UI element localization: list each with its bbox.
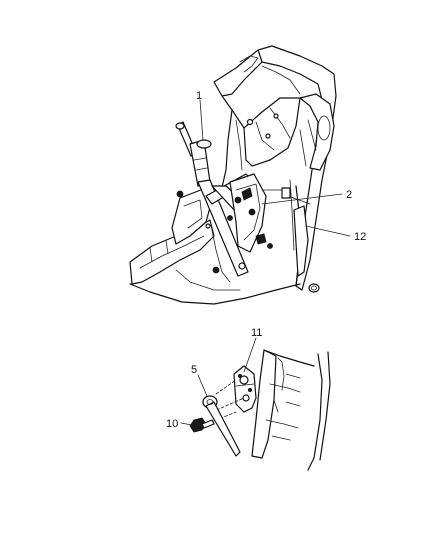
mounting-bracket bbox=[233, 365, 257, 413]
fastener-3 bbox=[238, 262, 246, 270]
panel-top-flange bbox=[213, 49, 263, 97]
callout-10: 10 bbox=[166, 418, 193, 430]
callout-11-label: 11 bbox=[251, 327, 262, 339]
callout-12: 12 bbox=[305, 225, 366, 243]
callout-1-label: 1 bbox=[196, 90, 202, 102]
callout-5-label: 5 bbox=[191, 364, 197, 376]
fastener-2 bbox=[212, 266, 220, 274]
bolt bbox=[189, 417, 215, 433]
jamb-panel bbox=[251, 349, 277, 459]
callout-12-label: 12 bbox=[354, 231, 366, 243]
wheelhouse-inner bbox=[299, 93, 335, 171]
support-rod bbox=[175, 121, 249, 277]
callout-2-label: 2 bbox=[346, 189, 352, 201]
callout-5: 5 bbox=[191, 364, 208, 397]
callout-2: 2 bbox=[261, 189, 352, 205]
rubber-plug bbox=[308, 283, 320, 293]
lower-detail bbox=[189, 349, 331, 471]
upper-assembly bbox=[129, 45, 337, 305]
fastener-1 bbox=[176, 190, 184, 198]
rod-detail bbox=[202, 395, 241, 457]
callout-1: 1 bbox=[196, 90, 204, 141]
callout-10-label: 10 bbox=[166, 418, 178, 430]
jamb-strip bbox=[293, 205, 309, 277]
latch-mechanism bbox=[227, 173, 291, 253]
sill-panel bbox=[129, 219, 215, 285]
fastener-4 bbox=[267, 243, 273, 249]
callout-11: 11 bbox=[243, 327, 262, 373]
